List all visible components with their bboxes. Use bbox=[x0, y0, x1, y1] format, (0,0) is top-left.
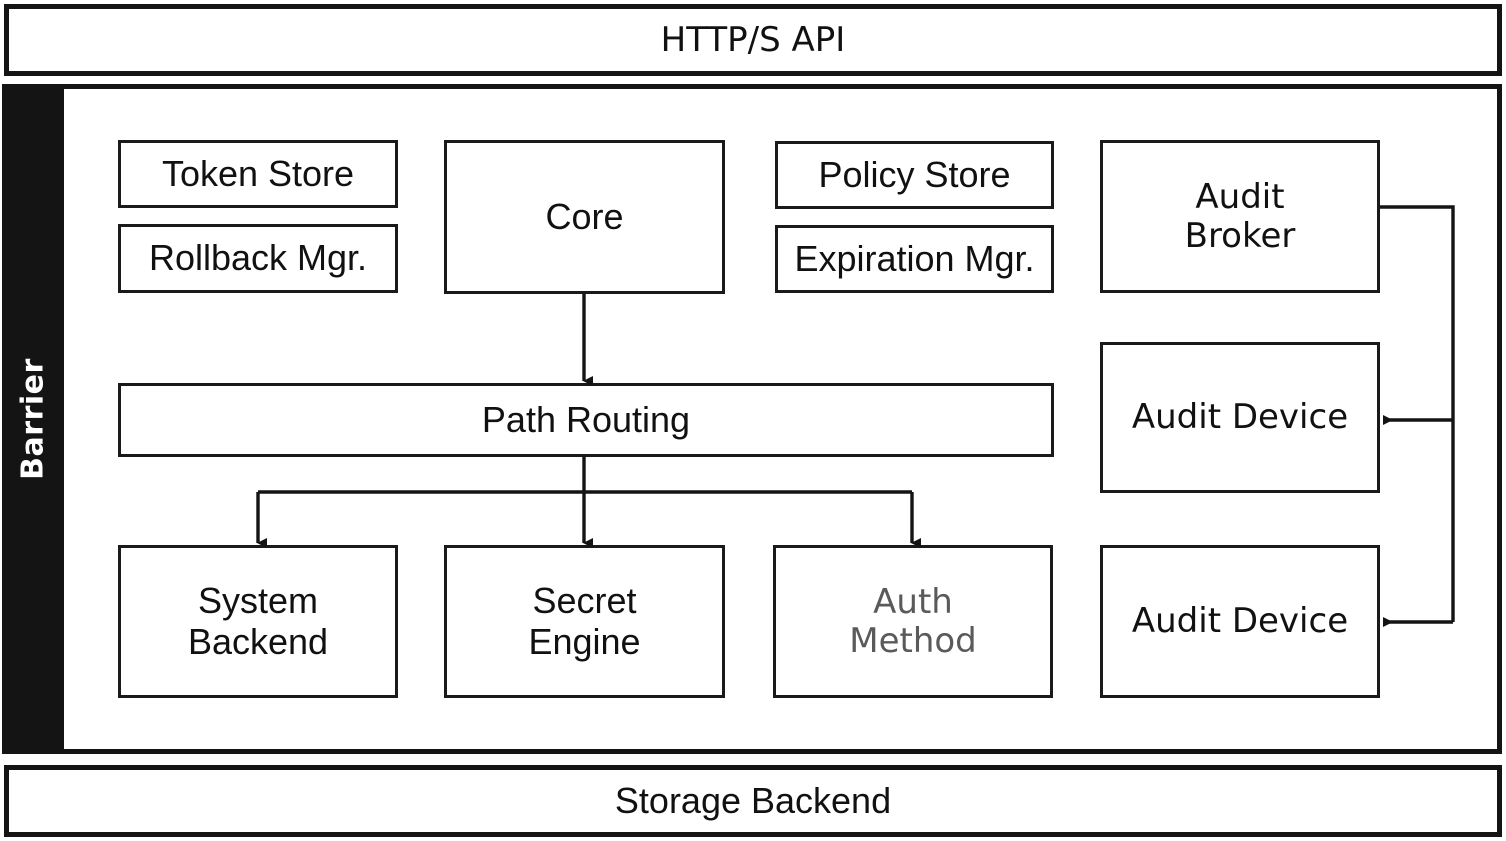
system-backend-box: System Backend bbox=[118, 545, 398, 698]
auth-method-label: Auth Method bbox=[849, 582, 977, 661]
http-api-label: HTTP/S API bbox=[660, 20, 846, 60]
token-store-box: Token Store bbox=[118, 140, 398, 208]
audit-broker-box: Audit Broker bbox=[1100, 140, 1380, 293]
barrier-label: Barrier bbox=[15, 358, 50, 480]
path-routing-box: Path Routing bbox=[118, 383, 1054, 457]
token-store-label: Token Store bbox=[161, 152, 355, 194]
audit-device-2-box: Audit Device bbox=[1100, 545, 1380, 698]
secret-engine-label: Secret Engine bbox=[528, 580, 641, 662]
audit-device-2-label: Audit Device bbox=[1131, 601, 1349, 642]
system-backend-label: System Backend bbox=[187, 580, 329, 662]
barrier-strip: Barrier bbox=[2, 84, 63, 754]
audit-device-1-label: Audit Device bbox=[1131, 397, 1349, 438]
path-routing-label: Path Routing bbox=[481, 398, 691, 440]
audit-device-1-box: Audit Device bbox=[1100, 342, 1380, 493]
core-label: Core bbox=[545, 195, 624, 237]
core-box: Core bbox=[444, 140, 725, 294]
audit-broker-label: Audit Broker bbox=[1184, 177, 1296, 256]
http-api-band: HTTP/S API bbox=[4, 4, 1502, 76]
policy-store-box: Policy Store bbox=[775, 141, 1054, 209]
policy-store-label: Policy Store bbox=[818, 153, 1011, 195]
rollback-mgr-label: Rollback Mgr. bbox=[148, 237, 368, 279]
secret-engine-box: Secret Engine bbox=[444, 545, 725, 698]
storage-backend-band: Storage Backend bbox=[4, 765, 1502, 837]
storage-backend-label: Storage Backend bbox=[614, 780, 892, 821]
expiration-mgr-label: Expiration Mgr. bbox=[794, 237, 1035, 279]
expiration-mgr-box: Expiration Mgr. bbox=[775, 225, 1054, 293]
auth-method-box: Auth Method bbox=[773, 545, 1053, 698]
rollback-mgr-box: Rollback Mgr. bbox=[118, 224, 398, 293]
